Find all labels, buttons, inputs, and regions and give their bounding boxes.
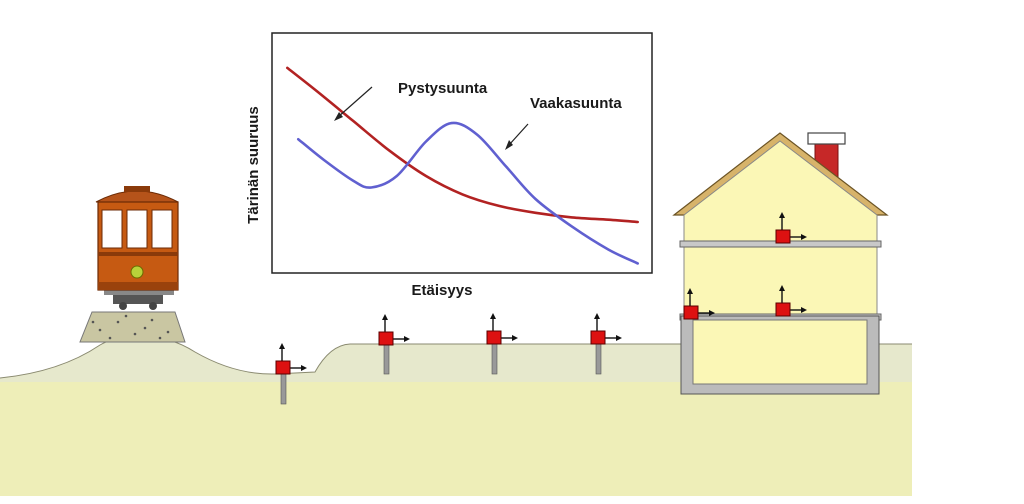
tram-icon	[95, 186, 179, 310]
series-line-pystysuunta	[286, 66, 639, 224]
vibration-sensor-icon	[275, 343, 307, 375]
annotation-pystysuunta: Pystysuunta	[398, 80, 488, 97]
chart-plot-area	[286, 66, 639, 265]
chart-frame	[271, 32, 653, 274]
arrowhead	[505, 140, 513, 150]
x-axis-label: Etäisyys	[412, 282, 473, 299]
vibration-sensor-icon	[590, 313, 622, 345]
rail-embankment	[79, 311, 186, 343]
annotation-arrow-vaakasuunta	[508, 123, 529, 146]
vibration-sensor-icon	[775, 212, 807, 244]
annotation-vaakasuunta: Vaakasuunta	[530, 95, 622, 112]
house-icon	[672, 132, 889, 395]
chart: Etäisyys Tärinän suuruus Pystysuunta Vaa…	[245, 32, 653, 299]
annotation-arrow-pystysuunta	[337, 86, 373, 118]
vibration-sensor-icon	[775, 285, 807, 317]
y-axis-label: Tärinän suuruus	[245, 106, 262, 224]
vibration-sensor-icon	[378, 314, 410, 346]
vibration-sensors	[275, 212, 807, 375]
vibration-sensor-icon	[486, 313, 518, 345]
arrowhead	[334, 112, 343, 121]
vibration-sensor-icon	[683, 288, 715, 320]
series-line-vaakasuunta	[296, 121, 639, 265]
